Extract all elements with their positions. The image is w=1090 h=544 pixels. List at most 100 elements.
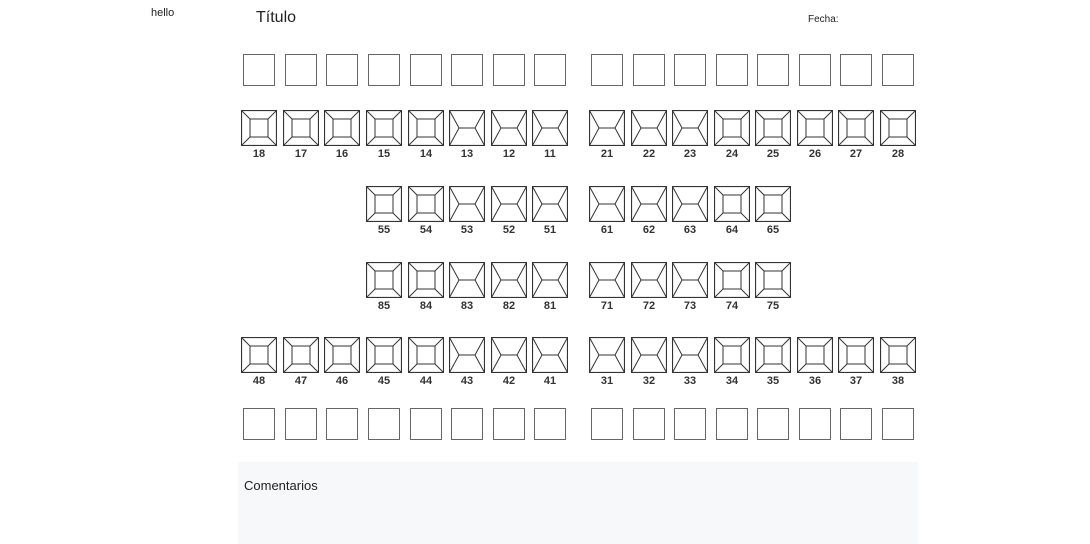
- note-box[interactable]: [716, 408, 748, 440]
- tooth-83[interactable]: [449, 262, 485, 298]
- note-box[interactable]: [799, 54, 831, 86]
- tooth-37[interactable]: [838, 337, 874, 373]
- tooth-11[interactable]: [532, 110, 568, 146]
- note-box[interactable]: [674, 54, 706, 86]
- note-box[interactable]: [493, 54, 525, 86]
- tooth-52[interactable]: [491, 186, 527, 222]
- tooth-46[interactable]: [324, 337, 360, 373]
- tooth-24[interactable]: [714, 110, 750, 146]
- tooth-22[interactable]: [631, 110, 667, 146]
- note-box[interactable]: [633, 408, 665, 440]
- note-box[interactable]: [674, 408, 706, 440]
- tooth-number: 28: [891, 148, 905, 160]
- note-box[interactable]: [799, 408, 831, 440]
- note-box[interactable]: [451, 408, 483, 440]
- tooth-55[interactable]: [366, 186, 402, 222]
- note-box[interactable]: [285, 408, 317, 440]
- tooth-28[interactable]: [880, 110, 916, 146]
- tooth-36[interactable]: [797, 337, 833, 373]
- tooth-45[interactable]: [366, 337, 402, 373]
- tooth-number: 48: [252, 375, 266, 387]
- tooth-number: 65: [766, 224, 780, 236]
- tooth-number: 23: [683, 148, 697, 160]
- tooth-16[interactable]: [324, 110, 360, 146]
- tooth-72[interactable]: [631, 262, 667, 298]
- note-box[interactable]: [285, 54, 317, 86]
- comments-label: Comentarios: [244, 478, 318, 493]
- note-box[interactable]: [591, 408, 623, 440]
- tooth-number: 33: [683, 375, 697, 387]
- note-box[interactable]: [410, 54, 442, 86]
- tooth-number: 53: [460, 224, 474, 236]
- tooth-47[interactable]: [283, 337, 319, 373]
- note-box[interactable]: [757, 408, 789, 440]
- tooth-35[interactable]: [755, 337, 791, 373]
- note-box[interactable]: [534, 54, 566, 86]
- note-box[interactable]: [410, 408, 442, 440]
- note-box[interactable]: [716, 54, 748, 86]
- tooth-number: 82: [502, 300, 516, 312]
- tooth-53[interactable]: [449, 186, 485, 222]
- note-box[interactable]: [326, 408, 358, 440]
- tooth-number: 14: [419, 148, 433, 160]
- tooth-26[interactable]: [797, 110, 833, 146]
- note-box[interactable]: [591, 54, 623, 86]
- tooth-54[interactable]: [408, 186, 444, 222]
- tooth-14[interactable]: [408, 110, 444, 146]
- note-box[interactable]: [534, 408, 566, 440]
- tooth-23[interactable]: [672, 110, 708, 146]
- tooth-82[interactable]: [491, 262, 527, 298]
- tooth-75[interactable]: [755, 262, 791, 298]
- tooth-73[interactable]: [672, 262, 708, 298]
- tooth-number: 25: [766, 148, 780, 160]
- tooth-85[interactable]: [366, 262, 402, 298]
- note-box[interactable]: [243, 408, 275, 440]
- tooth-number: 24: [725, 148, 739, 160]
- tooth-64[interactable]: [714, 186, 750, 222]
- tooth-61[interactable]: [589, 186, 625, 222]
- tooth-32[interactable]: [631, 337, 667, 373]
- comments-area[interactable]: Comentarios: [238, 462, 918, 544]
- note-box[interactable]: [493, 408, 525, 440]
- tooth-number: 47: [294, 375, 308, 387]
- note-box[interactable]: [451, 54, 483, 86]
- tooth-38[interactable]: [880, 337, 916, 373]
- tooth-48[interactable]: [241, 337, 277, 373]
- tooth-27[interactable]: [838, 110, 874, 146]
- tooth-81[interactable]: [532, 262, 568, 298]
- tooth-number: 17: [294, 148, 308, 160]
- note-box[interactable]: [882, 54, 914, 86]
- tooth-15[interactable]: [366, 110, 402, 146]
- note-box[interactable]: [840, 54, 872, 86]
- tooth-62[interactable]: [631, 186, 667, 222]
- tooth-34[interactable]: [714, 337, 750, 373]
- tooth-74[interactable]: [714, 262, 750, 298]
- tooth-33[interactable]: [672, 337, 708, 373]
- tooth-18[interactable]: [241, 110, 277, 146]
- tooth-13[interactable]: [449, 110, 485, 146]
- tooth-43[interactable]: [449, 337, 485, 373]
- tooth-41[interactable]: [532, 337, 568, 373]
- tooth-63[interactable]: [672, 186, 708, 222]
- tooth-number: 36: [808, 375, 822, 387]
- tooth-71[interactable]: [589, 262, 625, 298]
- note-box[interactable]: [882, 408, 914, 440]
- tooth-25[interactable]: [755, 110, 791, 146]
- note-box[interactable]: [368, 408, 400, 440]
- note-box[interactable]: [243, 54, 275, 86]
- note-box[interactable]: [840, 408, 872, 440]
- tooth-21[interactable]: [589, 110, 625, 146]
- tooth-number: 85: [377, 300, 391, 312]
- tooth-12[interactable]: [491, 110, 527, 146]
- tooth-44[interactable]: [408, 337, 444, 373]
- tooth-31[interactable]: [589, 337, 625, 373]
- tooth-17[interactable]: [283, 110, 319, 146]
- tooth-84[interactable]: [408, 262, 444, 298]
- note-box[interactable]: [326, 54, 358, 86]
- note-box[interactable]: [368, 54, 400, 86]
- note-box[interactable]: [757, 54, 789, 86]
- tooth-51[interactable]: [532, 186, 568, 222]
- note-box[interactable]: [633, 54, 665, 86]
- tooth-65[interactable]: [755, 186, 791, 222]
- tooth-42[interactable]: [491, 337, 527, 373]
